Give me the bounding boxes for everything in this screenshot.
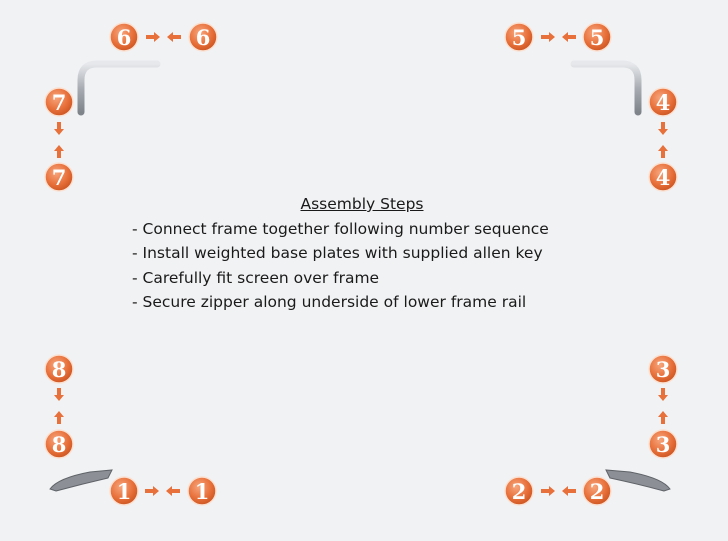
svg-text:6: 6 [196, 25, 211, 50]
marker-2-right: 2 [582, 476, 612, 506]
display-frame [49, 60, 671, 492]
svg-text:2: 2 [512, 479, 527, 504]
instructions-heading: Assembly Steps [300, 195, 424, 213]
marker-4-upper: 4 [648, 87, 678, 117]
svg-text:8: 8 [52, 357, 67, 382]
arrow-left-icon [562, 486, 576, 496]
instruction-step: - Secure zipper along underside of lower… [132, 293, 527, 311]
svg-text:8: 8 [52, 432, 67, 457]
svg-text:2: 2 [590, 479, 605, 504]
instruction-step: - Connect frame together following numbe… [132, 219, 549, 238]
right-base-plate [605, 469, 671, 492]
marker-1-right: 1 [187, 476, 217, 506]
marker-6-right: 6 [188, 22, 218, 52]
marker-5-left: 5 [504, 22, 534, 52]
instruction-step: - Install weighted base plates with supp… [132, 244, 543, 262]
marker-8-upper: 8 [44, 354, 74, 384]
marker-8-lower: 8 [44, 429, 74, 459]
marker-3-lower: 3 [648, 429, 678, 459]
marker-6-left: 6 [109, 22, 139, 52]
marker-7-upper: 7 [44, 87, 74, 117]
top-rail-left [77, 60, 161, 116]
svg-text:5: 5 [590, 25, 605, 50]
marker-5-right: 5 [582, 22, 612, 52]
arrow-right-icon [146, 32, 160, 42]
step-markers: 6 6 5 5 7 7 4 4 [44, 22, 678, 506]
svg-text:6: 6 [117, 25, 132, 50]
arrow-right-icon [541, 486, 555, 496]
arrow-left-icon [562, 32, 576, 42]
marker-3-upper: 3 [648, 354, 678, 384]
arrow-left-icon [166, 486, 180, 496]
arrow-right-icon [541, 32, 555, 42]
arrow-left-icon [167, 32, 181, 42]
svg-text:4: 4 [656, 90, 671, 115]
marker-7-lower: 7 [44, 162, 74, 192]
arrow-up-icon [658, 411, 668, 424]
svg-text:4: 4 [656, 165, 671, 190]
svg-text:3: 3 [656, 432, 671, 457]
svg-text:1: 1 [117, 479, 132, 504]
arrow-up-icon [54, 145, 64, 158]
arrow-down-icon [54, 122, 64, 135]
svg-text:1: 1 [195, 479, 210, 504]
assembly-instructions: Assembly Steps - Connect frame together … [132, 192, 592, 315]
svg-text:7: 7 [52, 165, 67, 190]
marker-4-lower: 4 [648, 162, 678, 192]
left-base-plate [49, 469, 113, 492]
arrow-up-icon [54, 411, 64, 424]
arrow-down-icon [658, 122, 668, 135]
arrow-down-icon [658, 388, 668, 401]
connection-arrows [54, 32, 668, 496]
svg-text:7: 7 [52, 90, 67, 115]
top-rail-right [570, 60, 642, 116]
arrow-up-icon [658, 145, 668, 158]
instruction-step: - Carefully fit screen over frame [132, 268, 380, 287]
svg-text:5: 5 [512, 25, 527, 50]
marker-1-left: 1 [109, 476, 139, 506]
svg-text:3: 3 [656, 357, 671, 382]
arrow-right-icon [145, 486, 159, 496]
arrow-down-icon [54, 388, 64, 401]
marker-2-left: 2 [504, 476, 534, 506]
